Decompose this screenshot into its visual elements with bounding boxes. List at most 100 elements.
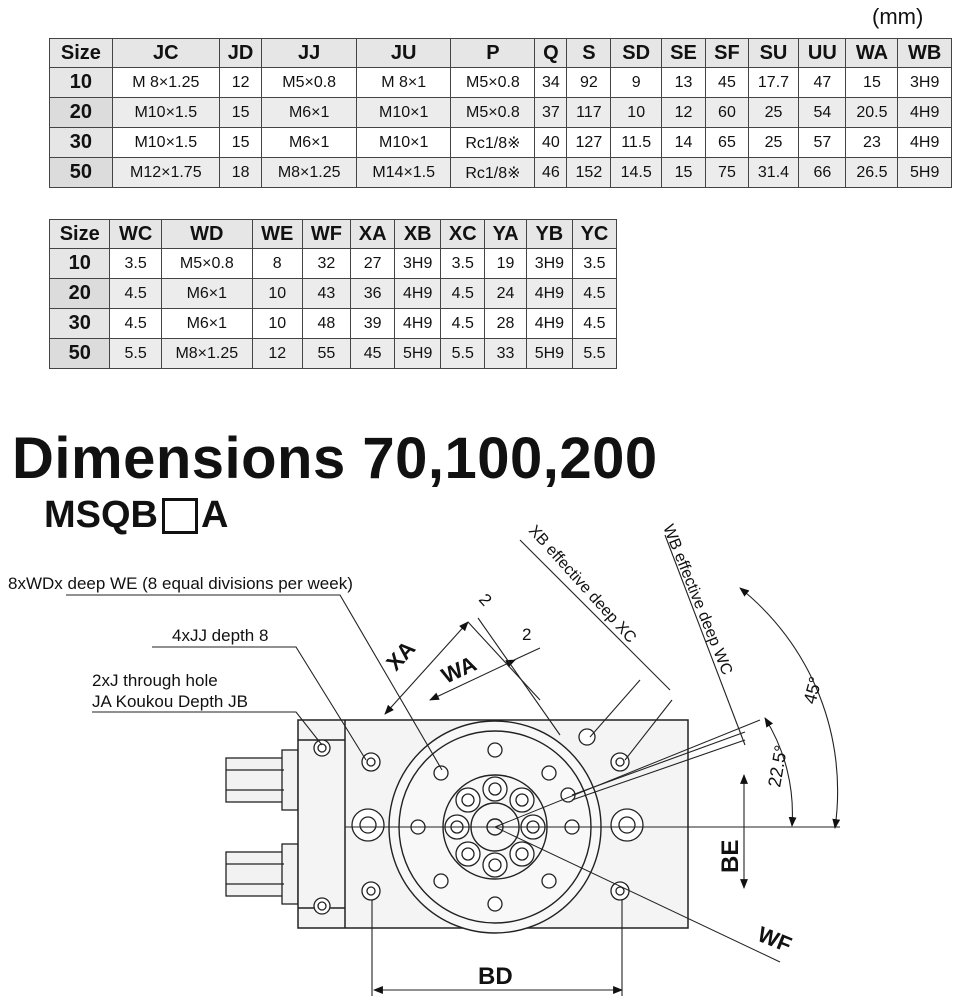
size-cell: 20 — [48, 278, 111, 309]
table-cell: 36 — [350, 278, 396, 309]
dimension-lines — [371, 534, 841, 996]
table-cell: 60 — [705, 97, 749, 128]
table-cell: M6×1 — [160, 308, 253, 339]
column-header: JJ — [261, 38, 357, 68]
callout-j-line1: 2xJ through hole — [92, 671, 218, 690]
table-cell: 25 — [747, 127, 800, 158]
model-suffix: A — [201, 494, 229, 536]
column-header: UU — [798, 38, 847, 68]
table-cell: 152 — [566, 157, 612, 188]
column-header: P — [450, 38, 536, 68]
table-cell: 4.5 — [109, 278, 162, 309]
table-cell: 10 — [610, 97, 662, 128]
table-cell: 5.5 — [109, 338, 162, 369]
model-placeholder-box — [162, 497, 198, 534]
column-header: SD — [610, 38, 662, 68]
table-cell: 11.5 — [610, 127, 662, 158]
table-cell: 55 — [301, 338, 352, 369]
table-cell: 57 — [798, 127, 847, 158]
table-cell: 4H9 — [394, 308, 442, 339]
column-header: JC — [111, 38, 220, 68]
table-cell: 25 — [747, 97, 800, 128]
port-fittings — [225, 749, 299, 905]
angle-22-label: 22.5° — [764, 744, 791, 789]
table-cell: 66 — [798, 157, 847, 188]
table-cell: 3.5 — [440, 248, 486, 279]
table-cell: 4H9 — [394, 278, 442, 309]
table-cell: M5×0.8 — [261, 67, 357, 98]
column-header: SF — [705, 38, 749, 68]
column-header: WC — [109, 219, 162, 249]
table-cell: 5H9 — [394, 338, 442, 369]
column-header: Size — [49, 38, 113, 68]
table-cell: 12 — [251, 338, 303, 369]
size-cell: 50 — [49, 157, 113, 188]
column-header: XA — [350, 219, 396, 249]
table-cell: M8×1.25 — [261, 157, 357, 188]
table-cell: 5.5 — [440, 338, 486, 369]
dim-be-label: BE — [717, 840, 744, 873]
table-cell: 45 — [705, 67, 749, 98]
table-cell: 4H9 — [525, 278, 573, 309]
table-cell: 15 — [845, 67, 899, 98]
column-header: WE — [251, 219, 303, 249]
table-cell: 33 — [484, 338, 527, 369]
column-header: WB — [897, 38, 952, 68]
column-header: YC — [571, 219, 618, 249]
table-cell: 3H9 — [394, 248, 442, 279]
table-cell: 13 — [660, 67, 707, 98]
table-cell: 10 — [251, 278, 303, 309]
size-cell: 10 — [48, 248, 111, 279]
table-cell: 48 — [301, 308, 352, 339]
table-cell: 3.5 — [571, 248, 618, 279]
dim-2-label-a: 2 — [475, 590, 495, 610]
table-cell: 4.5 — [440, 308, 486, 339]
table-cell: 4H9 — [897, 97, 952, 128]
table-cell: 32 — [301, 248, 352, 279]
table-cell: 92 — [566, 67, 612, 98]
table-cell: 4H9 — [897, 127, 952, 158]
table-cell: 14.5 — [610, 157, 662, 188]
table-cell: 3.5 — [109, 248, 162, 279]
dim-wa-label: WA — [438, 651, 481, 689]
xb-note: XB effective deep XC — [525, 522, 639, 646]
column-header: XB — [394, 219, 442, 249]
body-holes — [313, 739, 644, 915]
table-cell: M 8×1 — [355, 67, 452, 98]
wb-note: WB effective deep WC — [659, 522, 735, 677]
table-cell: M6×1 — [160, 278, 253, 309]
table-cell: M5×0.8 — [450, 97, 536, 128]
table-cell: 26.5 — [845, 157, 899, 188]
column-header: S — [566, 38, 612, 68]
size-cell: 30 — [48, 308, 111, 339]
table-cell: 28 — [484, 308, 527, 339]
callout-jj: 4xJJ depth 8 — [172, 626, 268, 645]
column-header: Size — [48, 219, 111, 249]
table-cell: 31.4 — [747, 157, 800, 188]
table-cell: 3H9 — [525, 248, 573, 279]
table-cell: 20.5 — [845, 97, 899, 128]
dim-xa-label: XA — [381, 636, 420, 676]
table-cell: 65 — [705, 127, 749, 158]
page-heading: Dimensions 70,100,200 — [12, 426, 658, 491]
table-cell: M14×1.5 — [355, 157, 452, 188]
table-cell: M5×0.8 — [450, 67, 536, 98]
table-cell: 15 — [660, 157, 707, 188]
column-header: XC — [440, 219, 486, 249]
table-cell: Rc1/8※ — [450, 127, 536, 158]
table-cell: M10×1 — [355, 97, 452, 128]
unit-label: (mm) — [872, 4, 924, 29]
table-cell: 17.7 — [747, 67, 800, 98]
table-cell: M10×1 — [355, 127, 452, 158]
column-header: WA — [845, 38, 899, 68]
table-cell: M10×1.5 — [111, 127, 220, 158]
size-cell: 30 — [49, 127, 113, 158]
table-cell: 24 — [484, 278, 527, 309]
